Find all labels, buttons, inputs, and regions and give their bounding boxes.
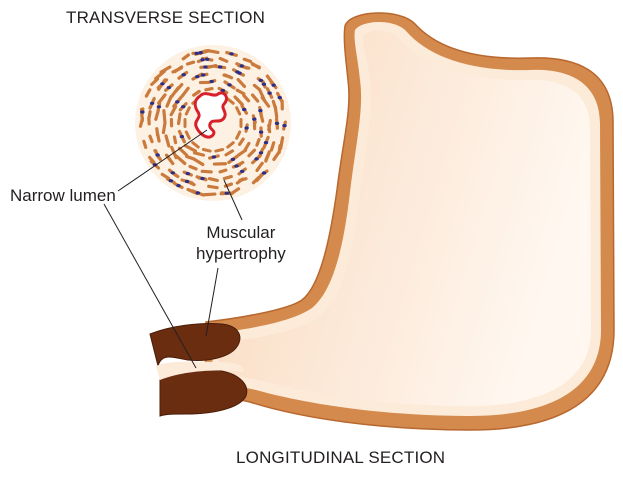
muscle-nucleus	[200, 58, 204, 61]
muscle-nucleus	[262, 171, 266, 174]
muscle-nucleus	[150, 102, 154, 105]
muscle-nucleus	[195, 52, 199, 55]
muscle-nucleus	[264, 141, 268, 144]
muscle-nucleus	[201, 73, 205, 76]
muscle-nucleus	[240, 64, 244, 67]
muscle-nucleus	[203, 65, 207, 68]
muscle-nucleus	[180, 135, 184, 138]
muscle-nucleus	[234, 164, 238, 167]
muscle-fiber	[184, 118, 187, 128]
muscle-nucleus	[259, 79, 263, 82]
muscle-nucleus	[205, 58, 209, 61]
muscle-nucleus	[195, 75, 199, 78]
muscle-nucleus	[175, 100, 179, 103]
muscle-nucleus	[167, 86, 171, 89]
muscle-nucleus	[278, 96, 282, 99]
muscle-nucleus	[182, 73, 186, 76]
muscle-nucleus	[176, 184, 180, 187]
muscle-nucleus	[258, 109, 262, 112]
muscle-nucleus	[185, 180, 189, 183]
muscle-nucleus	[240, 170, 244, 173]
muscle-nucleus	[259, 131, 263, 134]
muscle-nucleus	[155, 153, 159, 156]
muscle-nucleus	[259, 151, 263, 154]
muscle-nucleus	[254, 157, 258, 160]
muscle-nucleus	[160, 82, 164, 85]
muscular-hypertrophy-label: Muscular hypertrophy	[196, 222, 286, 264]
muscle-nucleus	[237, 72, 241, 75]
muscle-nucleus	[199, 51, 203, 54]
muscle-nucleus	[231, 158, 235, 161]
transverse-section-title: TRANSVERSE SECTION	[66, 8, 265, 28]
muscular-hypertrophy-line1: Muscular	[196, 222, 286, 243]
muscle-fiber	[240, 118, 243, 128]
pyloric-muscle	[150, 323, 247, 416]
muscle-nucleus	[225, 192, 229, 195]
muscular-hypertrophy-line2: hypertrophy	[196, 243, 286, 264]
muscle-nucleus	[200, 177, 204, 180]
muscle-nucleus	[282, 124, 286, 127]
muscle-nucleus	[229, 52, 233, 55]
muscle-nucleus	[227, 83, 231, 86]
pylorus-lower-muscle	[160, 369, 247, 416]
muscle-nucleus	[242, 108, 246, 111]
muscle-nucleus	[218, 65, 222, 68]
muscle-nucleus	[262, 83, 266, 86]
transverse-outer-ring	[135, 45, 291, 201]
muscle-nucleus	[210, 80, 214, 83]
longitudinal-section-title: LONGITUDINAL SECTION	[236, 448, 445, 468]
muscle-nucleus	[157, 105, 161, 108]
transverse-section	[135, 45, 291, 201]
muscle-nucleus	[186, 172, 190, 175]
muscle-nucleus	[275, 122, 279, 125]
muscle-nucleus	[196, 191, 200, 194]
muscle-nucleus	[181, 105, 185, 108]
muscle-fiber	[280, 99, 283, 110]
muscle-nucleus	[244, 126, 248, 129]
muscle-nucleus	[252, 118, 256, 121]
muscle-nucleus	[169, 179, 173, 182]
leader-lumen-bottom	[104, 204, 196, 368]
muscle-nucleus	[171, 171, 175, 174]
muscle-fiber	[213, 162, 227, 166]
muscle-fiber	[170, 118, 173, 128]
muscle-nucleus	[272, 84, 276, 87]
muscle-nucleus	[140, 110, 144, 113]
narrow-lumen-label: Narrow lumen	[10, 186, 116, 206]
muscle-nucleus	[267, 92, 271, 95]
muscle-nucleus	[212, 155, 216, 158]
